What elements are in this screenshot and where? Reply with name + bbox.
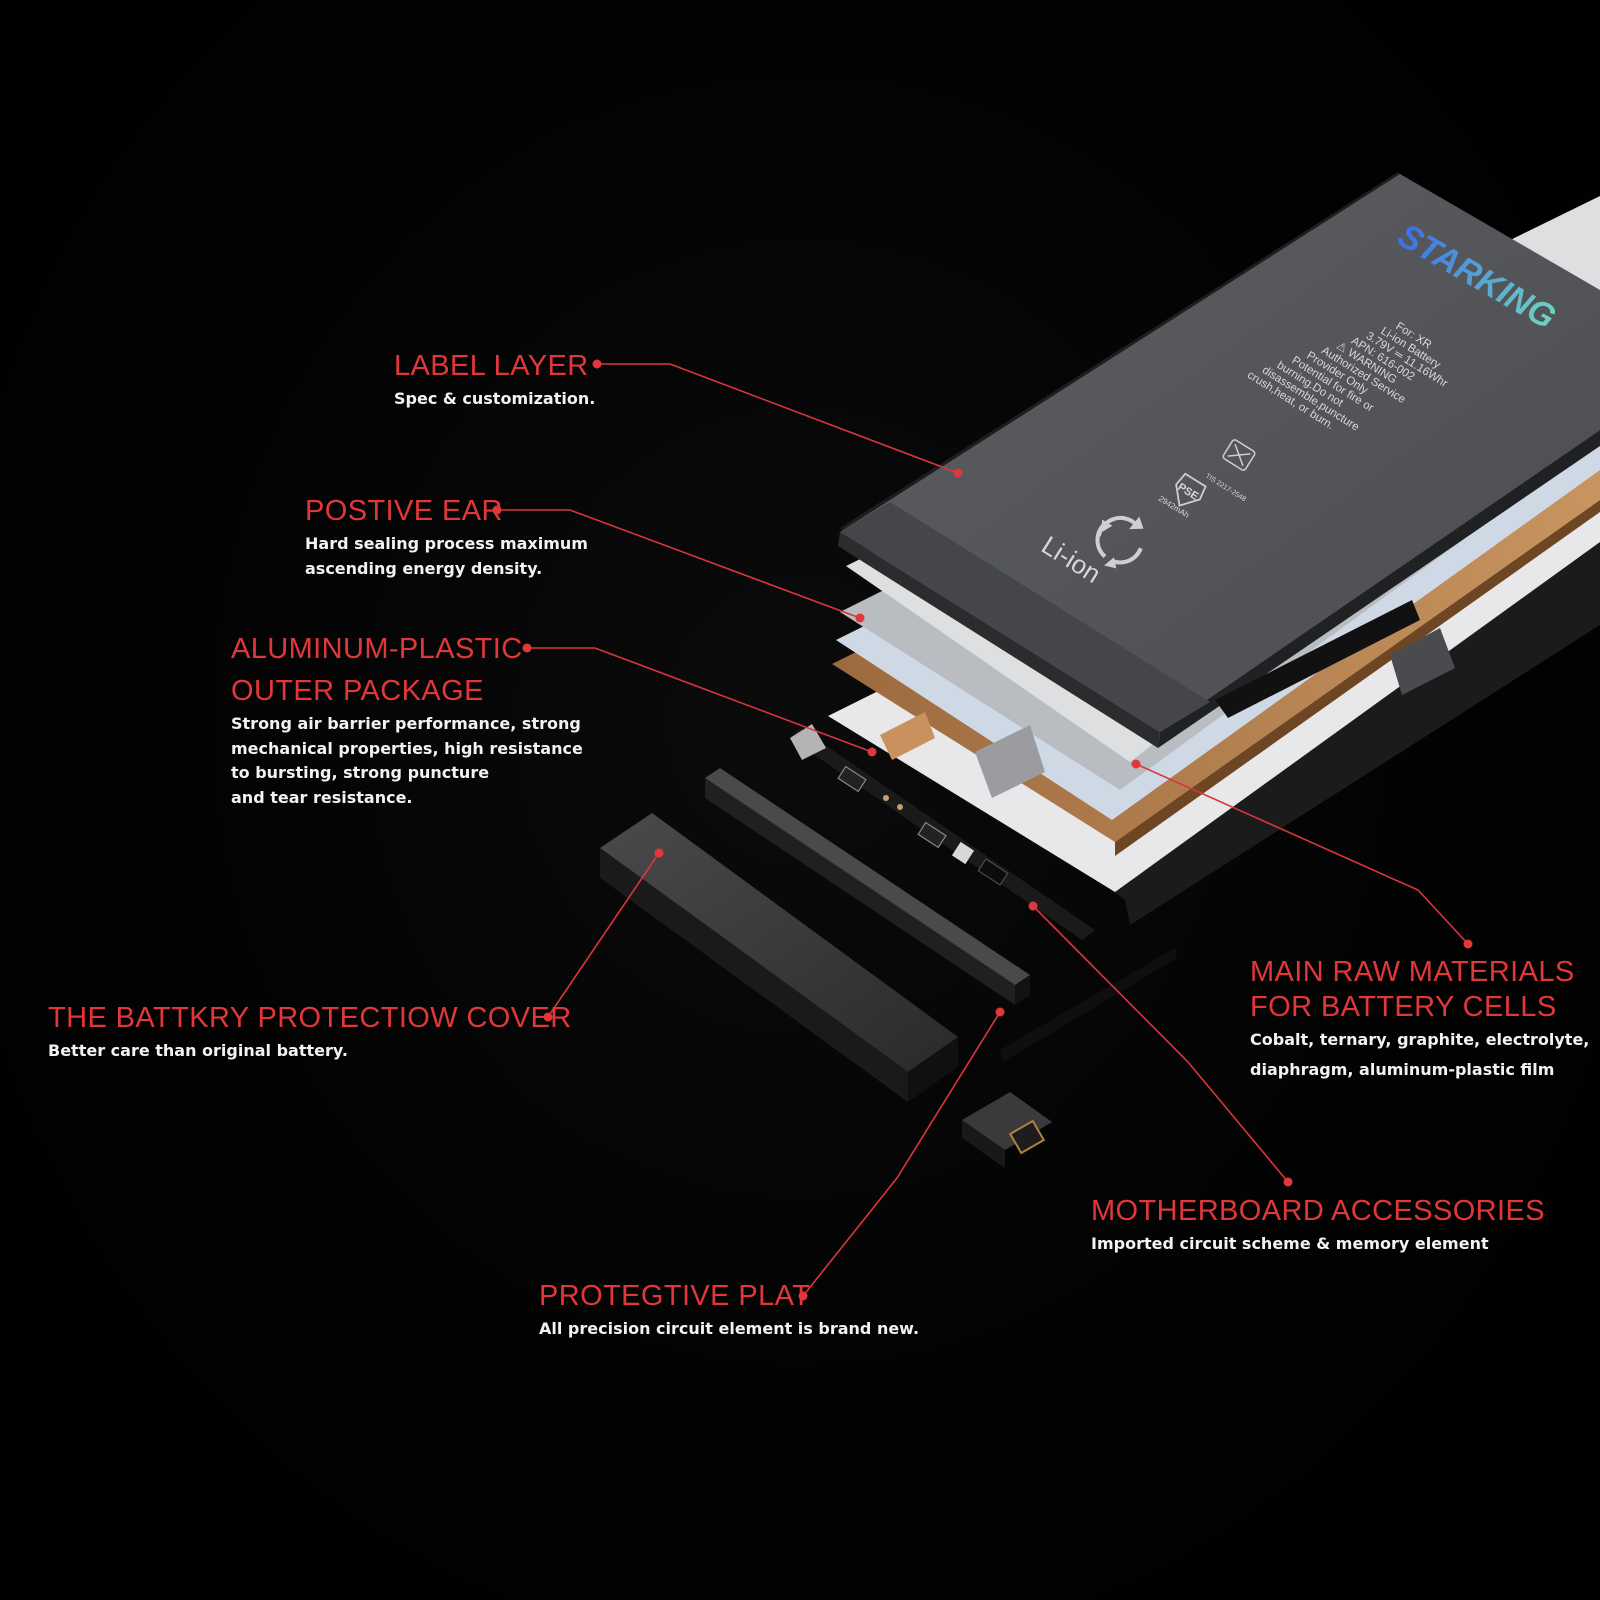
inner-cover-part (705, 768, 1030, 1005)
callout-desc: Spec & customization. (394, 389, 596, 408)
callout-label-layer: LABEL LAYER Spec & customization. (394, 345, 595, 412)
callout-title: OUTER PACKAGE (231, 675, 484, 707)
callout-title: LABEL LAYER (394, 350, 589, 382)
weee-icon (1222, 439, 1256, 471)
callout-title: POSTIVE EAR (305, 495, 503, 527)
callout-title: FOR BATTERY CELLS (1250, 991, 1557, 1023)
flex-cable (1215, 600, 1420, 718)
callout-raw-materials: MAIN RAW MATERIALS FOR BATTERY CELLS Cob… (1250, 955, 1589, 1085)
protection-cover-part (600, 813, 958, 1102)
callout-desc: mechanical properties, high resistance (231, 738, 583, 758)
recycle-icon (1095, 515, 1144, 569)
callout-desc: Strong air barrier performance, strong (231, 714, 581, 733)
leader-raw-materials (1135, 763, 1469, 945)
positive-ear (880, 712, 935, 760)
leader-label-layer (597, 363, 959, 474)
callout-title: MOTHERBOARD ACCESSORIES (1091, 1195, 1545, 1227)
callout-aluminum-plastic: ALUMINUM-PLASTIC OUTER PACKAGE Strong ai… (231, 628, 583, 810)
callout-title: MAIN RAW MATERIALS (1250, 956, 1575, 988)
callout-desc: ascending energy density. (305, 558, 543, 578)
callout-desc: Cobalt, ternary, graphite, electrolyte, (1250, 1030, 1590, 1049)
callout-title: PROTEGTIVE PLAT (539, 1280, 811, 1312)
callout-protection-cover: THE BATTKRY PROTECTIOW COVER Better care… (48, 997, 572, 1064)
callout-title: THE BATTKRY PROTECTIOW COVER (48, 1002, 572, 1034)
cover-end (908, 1037, 958, 1102)
cover-top (600, 813, 958, 1072)
label-layer-panel (838, 172, 1600, 748)
protective-plate-part (790, 724, 1095, 940)
callout-protective-plat: PROTEGTIVE PLAT All precision circuit el… (539, 1275, 919, 1342)
leader-lines (497, 363, 1469, 1297)
flex-tab (1390, 628, 1455, 695)
leader-protection-cover (547, 852, 660, 1018)
cover-front (600, 848, 908, 1102)
label-side-edge (1158, 430, 1600, 748)
callout-desc: Hard sealing process maximum (305, 534, 588, 553)
negative-ear (975, 725, 1045, 798)
callout-desc: All precision circuit element is brand n… (539, 1319, 920, 1338)
label-front-edge (838, 532, 1160, 748)
pcb-tab (790, 724, 826, 760)
leader-aluminum (527, 647, 873, 753)
callout-title: ALUMINUM-PLASTIC (231, 633, 523, 665)
callout-postive-ear: POSTIVE EAR Hard sealing process maximum… (305, 490, 588, 581)
leader-motherboard (1032, 905, 1289, 1183)
leader-protective-plat (802, 1011, 1001, 1297)
callout-desc: diaphragm, aluminum-plastic film (1250, 1060, 1555, 1079)
motherboard-accessory-part (962, 948, 1177, 1168)
callout-desc: and tear resistance. (231, 787, 413, 807)
callout-desc: Better care than original battery. (48, 1041, 348, 1060)
callout-desc: Imported circuit scheme & memory element (1091, 1234, 1489, 1253)
label-end-strip (840, 502, 1210, 732)
callout-desc: to bursting, strong puncture (231, 763, 490, 782)
callout-motherboard: MOTHERBOARD ACCESSORIES Imported circuit… (1091, 1190, 1545, 1257)
copper-sheet-edge (1115, 500, 1600, 856)
leader-dots (492, 359, 1473, 1301)
leader-postive-ear (497, 509, 861, 619)
